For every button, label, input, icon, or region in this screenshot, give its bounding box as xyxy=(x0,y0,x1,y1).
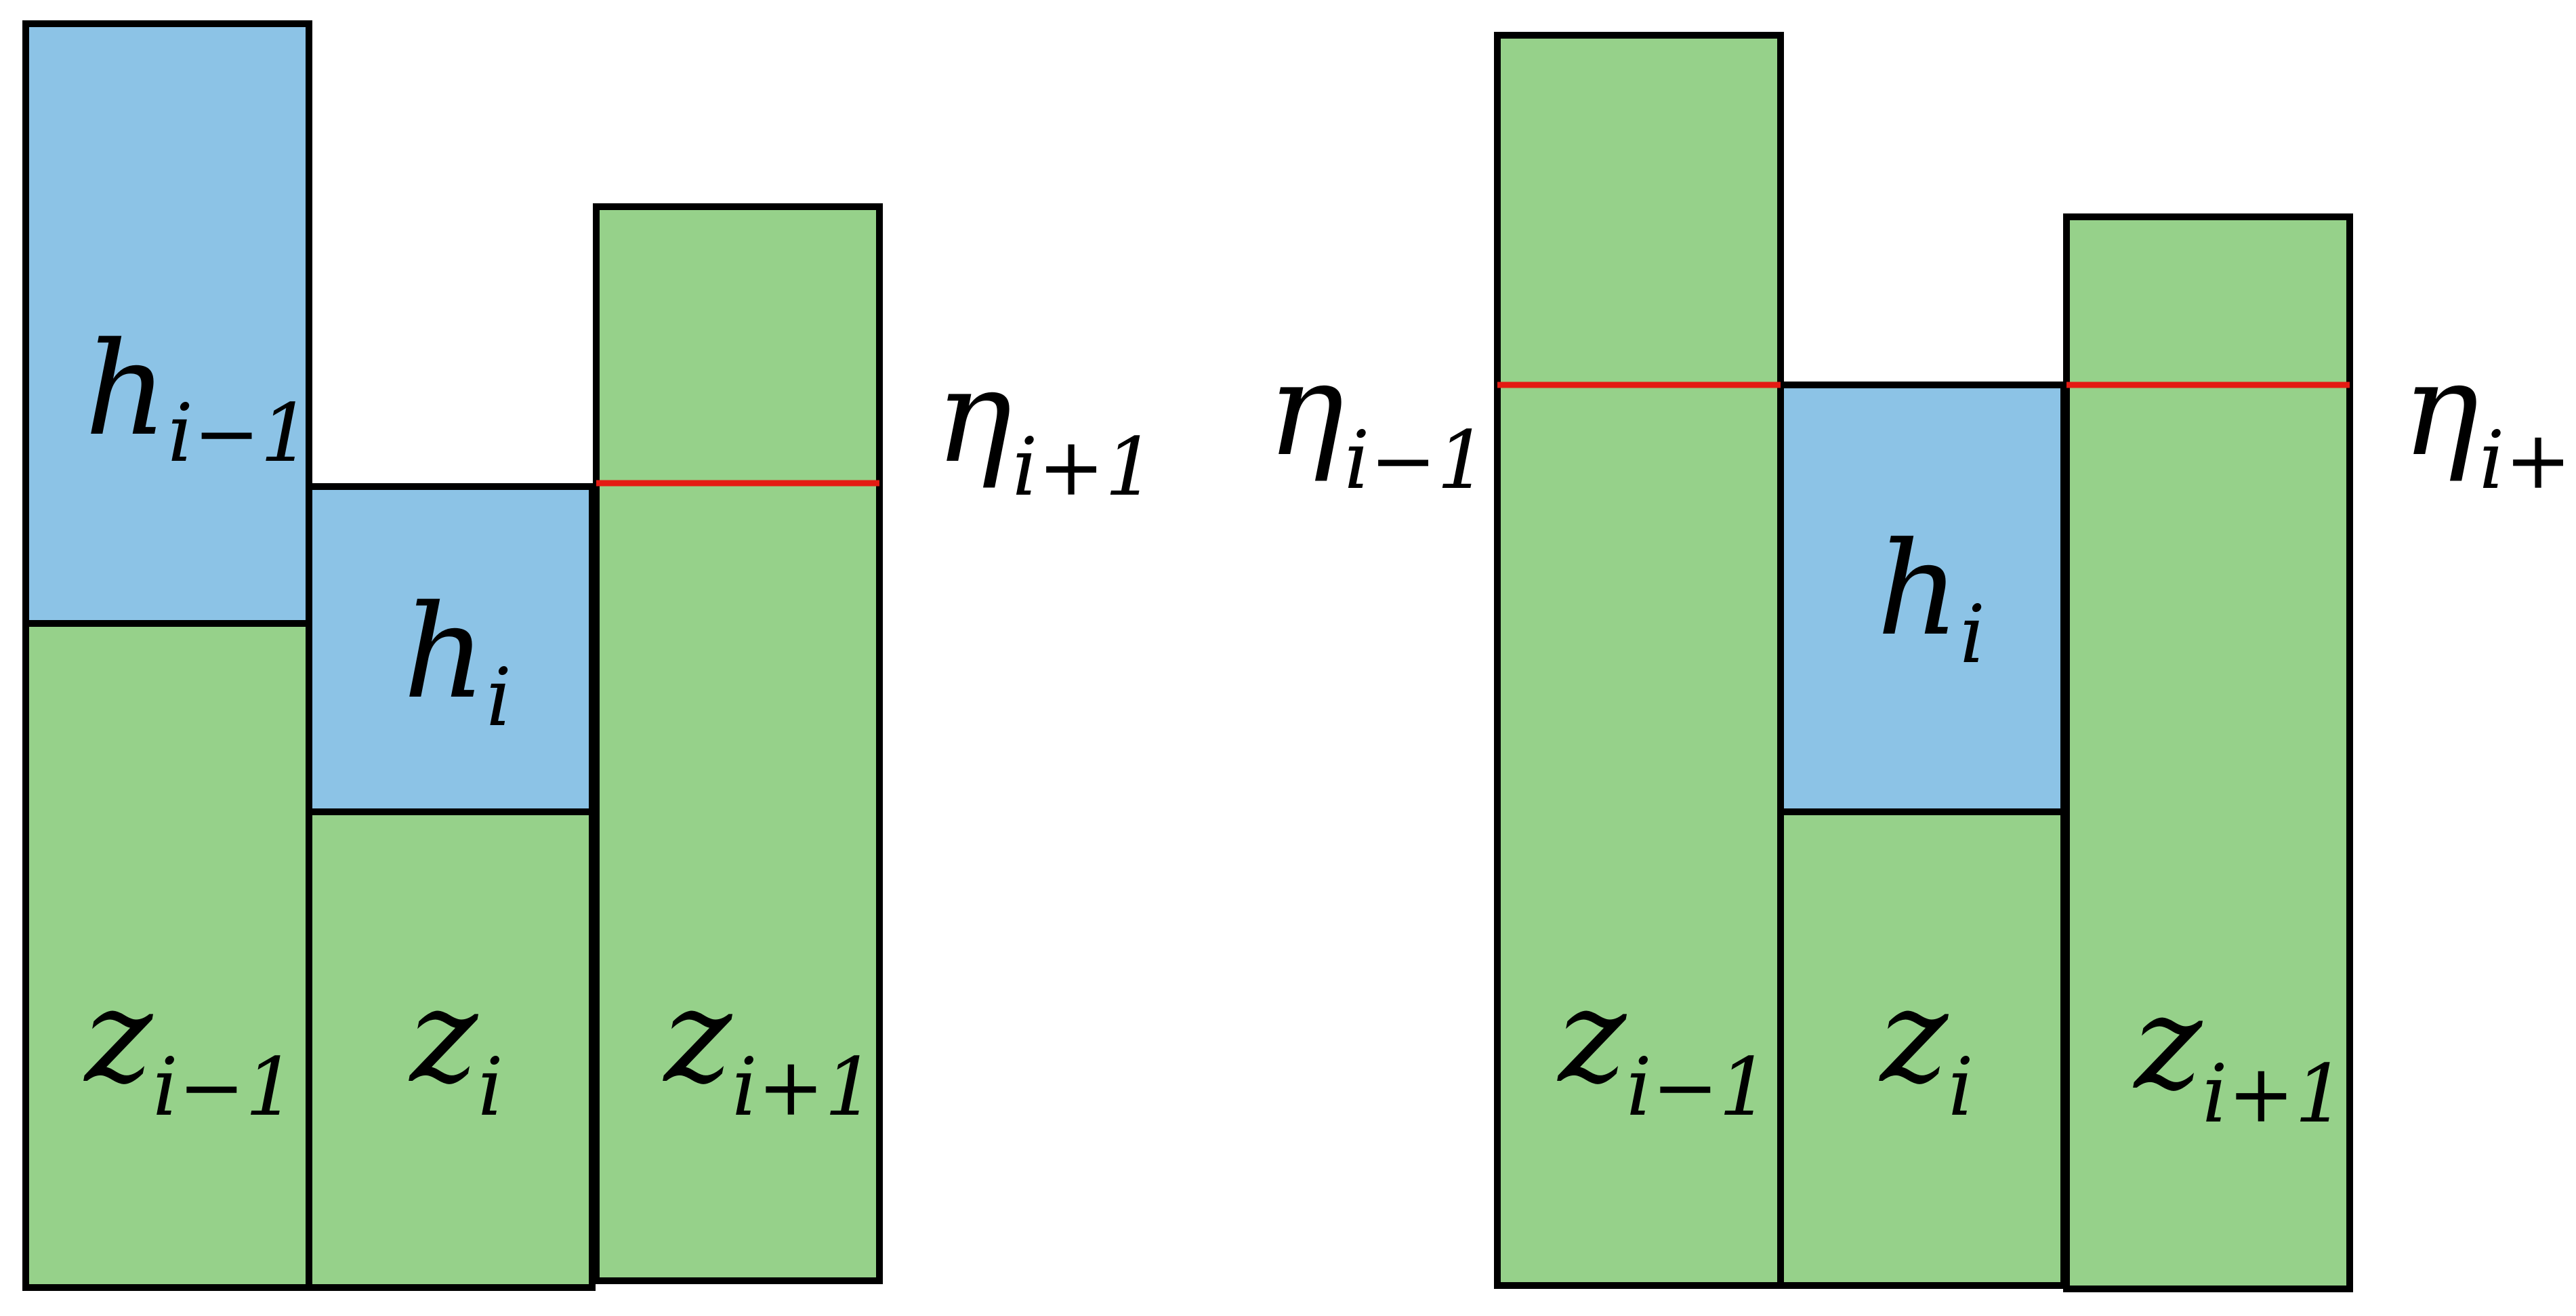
right-label-z-i: zi xyxy=(1879,962,1974,1134)
right-label-eta-im1: ηi−1 xyxy=(1267,335,1488,507)
left-label-z-ip1: zi+1 xyxy=(663,962,875,1134)
left-cell-i-bed-block xyxy=(306,808,596,1291)
left-label-z-i: zi xyxy=(409,962,503,1134)
right-panel: ηi−1 zi−1 hi zi zi+1 ηi+1 xyxy=(1267,32,2576,1292)
left-label-eta-ip1: ηi+1 xyxy=(935,342,1156,514)
right-cell-i-bed-block xyxy=(1777,808,2067,1289)
left-cell-im1-bed-block xyxy=(22,620,312,1291)
right-label-h-i: hi xyxy=(1877,514,1985,681)
left-cell-ip1-bed-block xyxy=(593,203,883,1284)
right-cell-ip1-bed-block xyxy=(2063,213,2353,1292)
left-label-h-i: hi xyxy=(403,577,512,744)
left-label-z-im1: zi−1 xyxy=(83,962,296,1134)
right-label-z-im1: zi−1 xyxy=(1557,962,1770,1134)
left-label-h-im1: hi−1 xyxy=(85,314,311,480)
right-cell-im1-bed-block xyxy=(1494,32,1784,1289)
right-label-z-ip1: zi+1 xyxy=(2133,968,2346,1140)
left-panel: hi−1 zi−1 hi zi zi+1 ηi+1 xyxy=(22,20,1156,1291)
left-cell-i-water-block xyxy=(306,483,596,815)
right-label-eta-ip1: ηi+1 xyxy=(2402,335,2576,507)
left-cell-im1-water-block xyxy=(22,20,312,627)
